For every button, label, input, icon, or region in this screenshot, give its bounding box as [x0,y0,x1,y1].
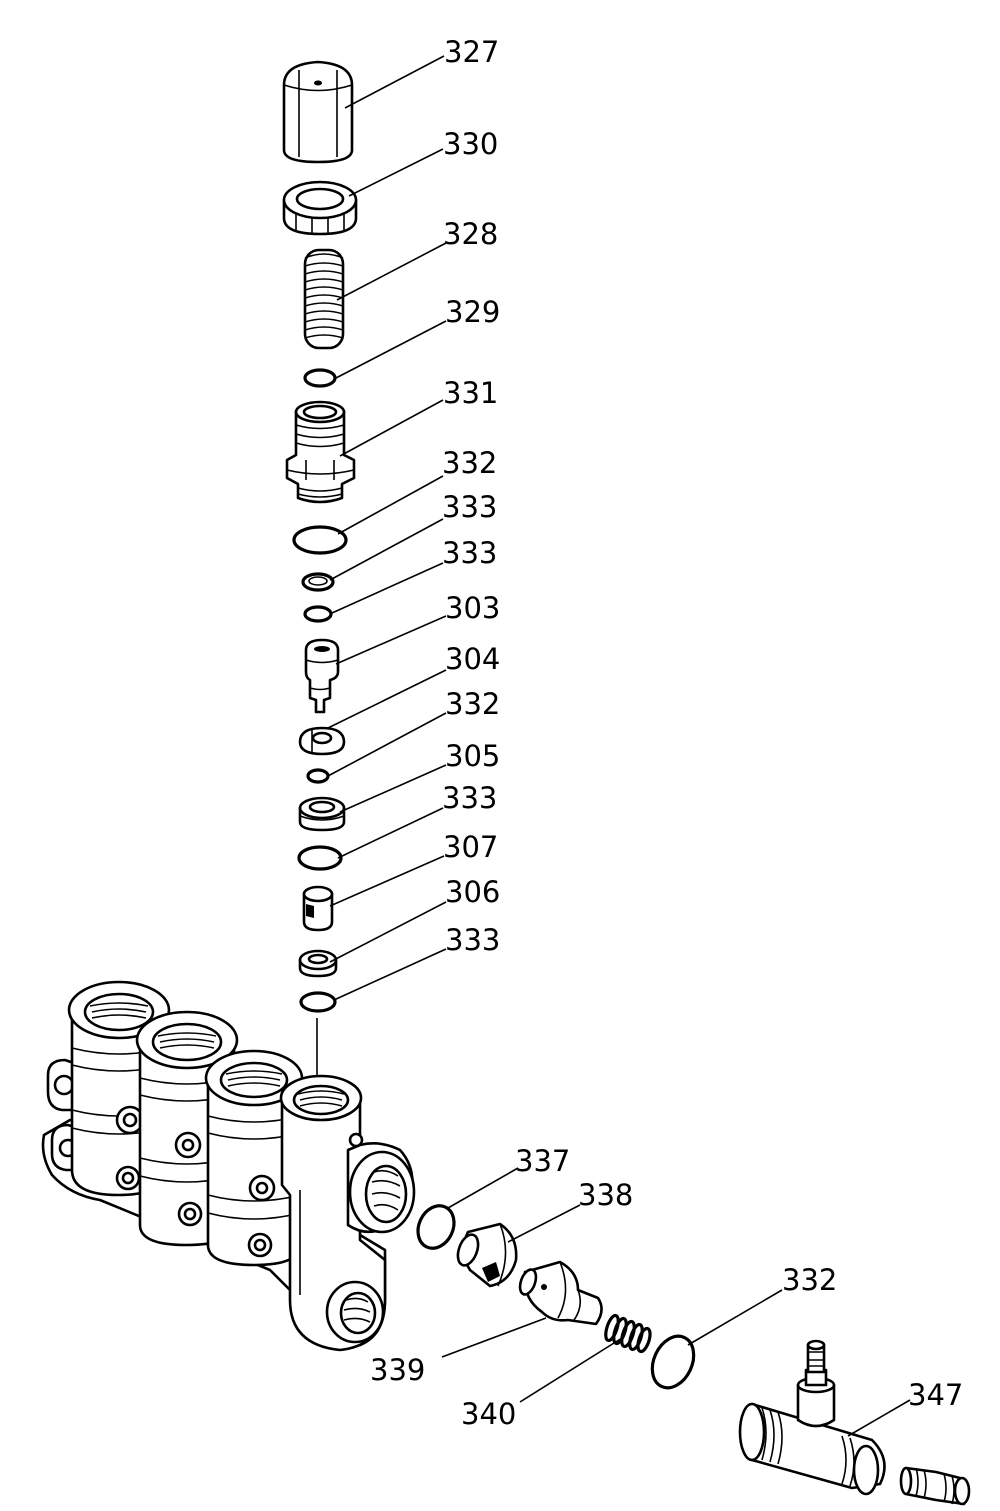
manifold-body[interactable] [41,980,416,1352]
callout-339: 339 [370,1353,425,1387]
part-338-seat[interactable] [454,1222,518,1288]
callout-347: 347 [908,1378,963,1412]
callout-305: 305 [445,739,500,773]
part-333-o-ring-2[interactable] [303,605,333,623]
part-340-spring[interactable] [603,1313,652,1354]
callout-307: 307 [443,830,498,864]
callout-337: 337 [515,1144,570,1178]
part-347-injector-tee[interactable] [738,1339,886,1496]
callout-330: 330 [443,127,498,161]
callout-332-b: 332 [445,687,500,721]
part-333-o-ring-3[interactable] [297,845,343,871]
part-305-seat[interactable] [298,796,346,832]
callout-331: 331 [443,376,498,410]
part-337-o-ring[interactable] [411,1200,460,1254]
part-306-seat[interactable] [298,949,338,978]
leader-lines [327,55,911,1437]
callout-333-b: 333 [442,536,497,570]
callout-332-a: 332 [442,446,497,480]
part-332-o-ring-upper[interactable] [292,525,348,555]
callout-338: 338 [578,1178,633,1212]
part-327-cap-nut[interactable] [282,60,354,164]
callout-327: 327 [444,35,499,69]
part-330-lock-nut[interactable] [282,180,358,236]
part-304-pin[interactable] [298,726,346,756]
part-333-washer-1[interactable] [301,572,335,592]
callout-labels: 327 330 328 329 331 332 333 333 303 304 … [370,35,963,1431]
callout-332-c: 332 [782,1263,837,1297]
part-329-washer[interactable] [303,368,337,388]
callout-333-a: 333 [442,490,497,524]
callout-328: 328 [443,217,498,251]
callout-340: 340 [461,1397,516,1431]
callout-306: 306 [445,875,500,909]
part-332-o-ring-small[interactable] [306,768,330,784]
callout-333-d: 333 [445,923,500,957]
part-331-valve-body[interactable] [285,400,356,504]
part-303-valve-stem[interactable] [304,638,340,714]
callout-304: 304 [445,642,500,676]
part-333-o-ring-4[interactable] [299,991,337,1013]
part-339-piston[interactable] [517,1260,603,1326]
callout-333-c: 333 [442,781,497,815]
callout-329: 329 [445,295,500,329]
part-328-spring[interactable] [303,248,345,350]
callout-303: 303 [445,591,500,625]
part-347-nipple[interactable] [899,1466,971,1506]
part-307-guide[interactable] [302,885,334,932]
part-332-o-ring-lower[interactable] [644,1330,701,1395]
